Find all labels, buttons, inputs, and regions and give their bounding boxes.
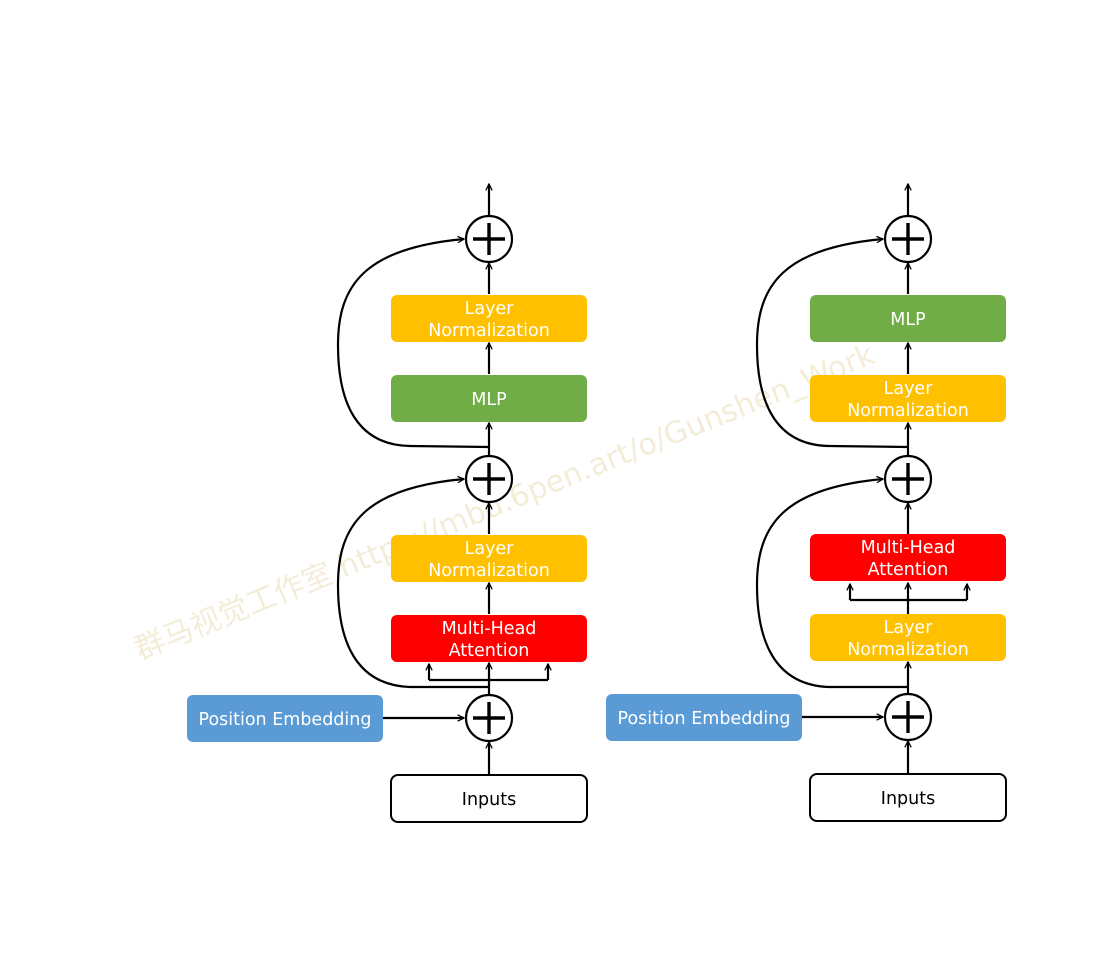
left-block: Inputs Position Embedding Multi-Head Att… [187,184,588,823]
layer-normalization-box: Layer Normalization [391,295,587,342]
inputs-box: Inputs [390,774,588,823]
layer-norm-label-line-1: Layer [884,618,934,638]
layer-norm-label-line-2: Normalization [428,321,550,341]
plus-icon [464,214,514,264]
layer-normalization-box: Layer Normalization [391,535,587,582]
mlp-box: MLP [810,295,1006,342]
plus-icon [883,692,933,742]
inputs-label: Inputs [881,789,935,809]
attention-label-line-1: Multi-Head [442,619,537,639]
layer-norm-label-line-1: Layer [465,539,515,559]
mlp-box: MLP [391,375,587,422]
layer-norm-label-line-2: Normalization [847,640,969,660]
layer-norm-label-line-2: Normalization [428,561,550,581]
plus-icon [464,693,514,743]
attention-label-line-2: Attention [868,560,949,580]
layer-norm-label-line-1: Layer [465,299,515,319]
plus-icon [464,454,514,504]
plus-icon [883,454,933,504]
position-embedding-box: Position Embedding [187,695,383,742]
layer-normalization-box: Layer Normalization [810,375,1006,422]
layer-norm-label-line-1: Layer [884,379,934,399]
plus-icon [883,214,933,264]
inputs-label: Inputs [462,790,516,810]
right-block: Inputs Position Embedding Layer Normaliz… [606,184,1007,822]
attention-label-line-2: Attention [449,641,530,661]
position-embedding-label: Position Embedding [199,710,372,730]
multi-head-attention-box: Multi-Head Attention [810,534,1006,581]
inputs-box: Inputs [809,773,1007,822]
layer-norm-label-line-2: Normalization [847,401,969,421]
multi-head-attention-box: Multi-Head Attention [391,615,587,662]
mlp-label: MLP [471,390,506,410]
position-embedding-box: Position Embedding [606,694,802,741]
position-embedding-label: Position Embedding [618,709,791,729]
attention-label-line-1: Multi-Head [861,538,956,558]
layer-normalization-box: Layer Normalization [810,614,1006,661]
mlp-label: MLP [890,310,925,330]
